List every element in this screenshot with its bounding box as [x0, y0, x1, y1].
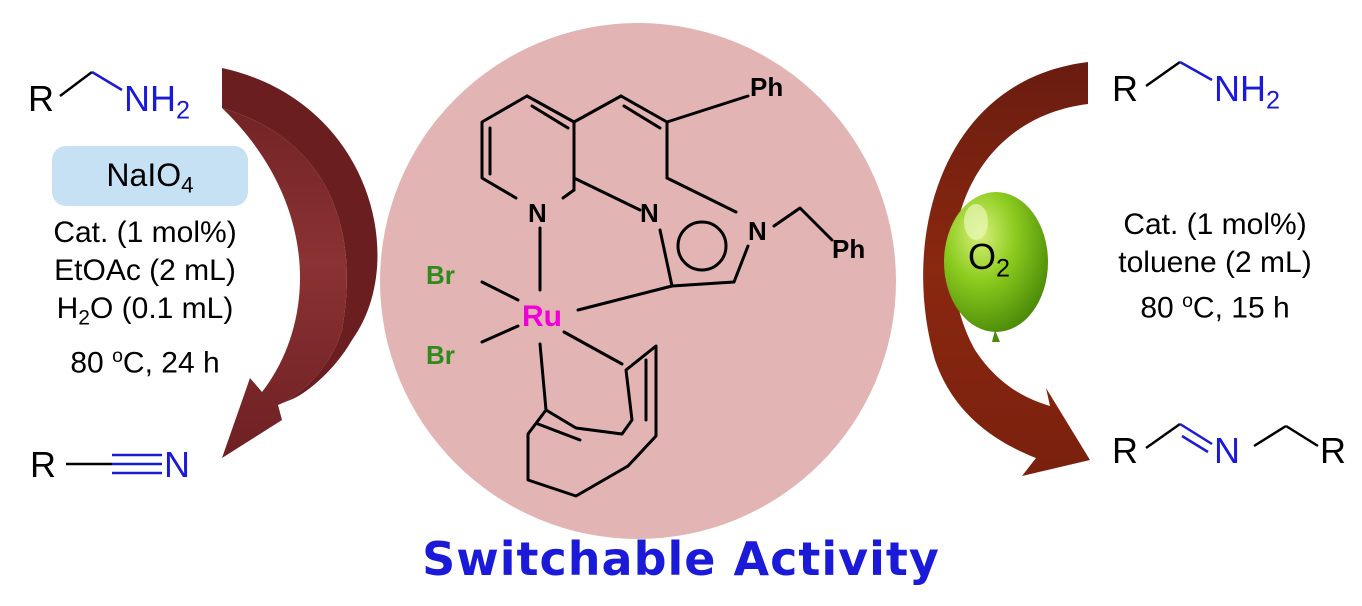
right-temp-degree: o	[1182, 290, 1193, 312]
oxygen-balloon-icon	[944, 192, 1048, 342]
right-reactant: R	[1112, 68, 1138, 110]
oxidant-box	[52, 146, 248, 206]
left-product-n: N	[164, 444, 190, 486]
catalyst-br2: Br	[426, 340, 455, 371]
right-solvent: toluene (2 mL)	[1118, 246, 1312, 279]
imine-r2: R	[1320, 430, 1346, 472]
left-water: H2O (0.1 mL)	[0, 290, 290, 337]
left-reactant: R	[28, 78, 54, 120]
scheme-title: Switchable Activity	[422, 532, 940, 586]
imine-n: N	[1214, 430, 1240, 472]
catalyst-n1: N	[528, 198, 547, 229]
right-reactant-amine: NH2	[1214, 68, 1280, 116]
left-reactant-r: R	[28, 78, 54, 119]
catalyst-br1-text: Br	[426, 260, 455, 290]
right-amine-bonds	[1145, 60, 1213, 88]
catalyst-metal-text: Ru	[522, 300, 562, 333]
left-reaction-arrow	[222, 68, 378, 458]
left-oxidant-sub: 4	[181, 172, 194, 198]
left-oxidant-text: NaIO	[106, 157, 182, 193]
right-reaction-arrow	[923, 62, 1090, 476]
nitrile-bond	[66, 453, 162, 475]
catalyst-structure	[480, 94, 834, 498]
left-product-r: R	[30, 444, 56, 486]
right-oxidant-sub: 2	[996, 254, 1011, 283]
left-water-sub: 2	[78, 306, 90, 330]
left-amine-group: NH	[124, 78, 176, 119]
nitrile-n: N	[164, 444, 190, 485]
catalyst-ph1: Ph	[750, 72, 783, 103]
left-solvent: EtOAc (2 mL)	[54, 254, 236, 287]
right-oxidant: O2	[968, 236, 1010, 284]
right-temp-value: 80	[1140, 291, 1183, 325]
left-temp-degree: o	[112, 345, 123, 368]
left-temp-time: C, 24 h	[122, 347, 220, 381]
nitrile-r: R	[30, 444, 56, 485]
right-temperature: 80 oC, 15 h	[1068, 282, 1362, 328]
catalyst-ph2: Ph	[832, 234, 865, 265]
catalyst-disc	[380, 23, 896, 539]
imine-n-text: N	[1214, 430, 1240, 471]
right-temp-time: C, 15 h	[1192, 291, 1290, 325]
imine-r2-text: R	[1320, 430, 1346, 471]
left-water-amount: O (0.1 mL)	[89, 292, 234, 325]
left-oxidant: NaIO4	[52, 156, 248, 205]
catalyst-br2-text: Br	[426, 340, 455, 370]
catalyst-br1: Br	[426, 260, 455, 291]
left-amine-sub: 2	[176, 96, 191, 125]
left-amine-bonds	[59, 70, 123, 97]
right-reactant-r: R	[1112, 68, 1138, 109]
left-water-h: H	[56, 292, 79, 325]
right-conditions: Cat. (1 mol%) toluene (2 mL) 80 oC, 15 h	[1068, 206, 1362, 328]
catalyst-ph2-text: Ph	[832, 234, 866, 264]
catalyst-n3: N	[748, 216, 767, 247]
imine-r1: R	[1112, 430, 1138, 472]
right-amine-sub: 2	[1266, 86, 1281, 115]
right-catalyst-loading: Cat. (1 mol%)	[1123, 208, 1307, 241]
imine-bonds	[1145, 422, 1319, 454]
imine-r1-text: R	[1112, 430, 1138, 471]
catalyst-n1-text: N	[528, 198, 547, 228]
catalyst-metal: Ru	[522, 300, 562, 334]
right-amine-group: NH	[1214, 68, 1266, 109]
left-conditions: Cat. (1 mol%) EtOAc (2 mL) H2O (0.1 mL) …	[0, 214, 290, 383]
catalyst-n2-text: N	[640, 198, 659, 228]
left-temperature: 80 oC, 24 h	[0, 337, 290, 383]
catalyst-ph1-text: Ph	[750, 72, 784, 102]
catalyst-n2: N	[640, 198, 659, 229]
left-reactant-amine: NH2	[124, 78, 190, 126]
left-temp-value: 80	[70, 347, 113, 381]
catalyst-n3-text: N	[748, 216, 767, 246]
right-oxidant-text: O	[968, 236, 997, 277]
left-catalyst-loading: Cat. (1 mol%)	[53, 216, 237, 249]
